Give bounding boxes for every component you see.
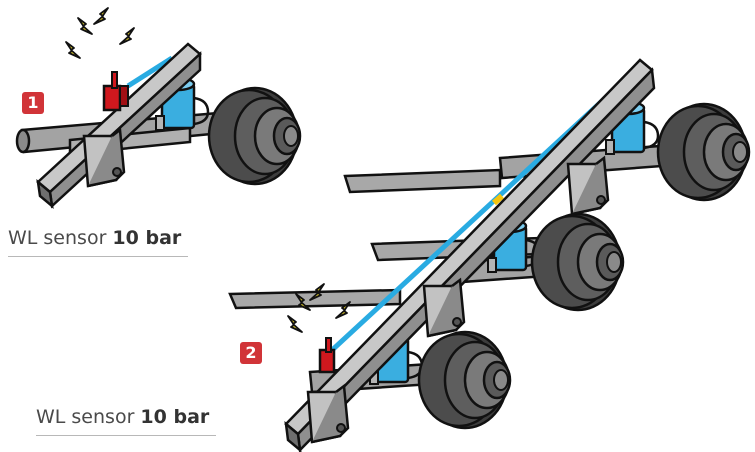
hanger-bracket [566,156,610,216]
axle-assembly-2 [228,58,751,452]
wheel-icon [207,86,302,186]
pressure-sensor-icon [102,71,129,112]
hanger-bracket [306,384,350,444]
wheel-icon [530,212,625,312]
hanger-bracket [82,128,126,188]
pressure-sensor-icon [318,337,336,374]
caption-underline-1 [8,256,188,257]
caption-label: WL sensor [8,227,113,249]
step-badge-2: 2 [240,342,262,364]
warning-spark-icon [65,7,135,59]
caption-pressure-value: 10 bar [140,406,210,428]
hanger-bracket [422,278,466,338]
wheel-icon [656,102,751,202]
axle-assembly-1 [15,7,302,210]
caption-label: WL sensor [36,406,141,428]
caption-pressure-value: 10 bar [112,227,182,249]
step-badge-1: 1 [22,92,44,114]
caption-underline-2 [36,435,216,436]
caption-sensor-1: WL sensor 10 bar [8,227,181,249]
wheel-icon [417,330,512,430]
caption-sensor-2: WL sensor 10 bar [36,406,209,428]
